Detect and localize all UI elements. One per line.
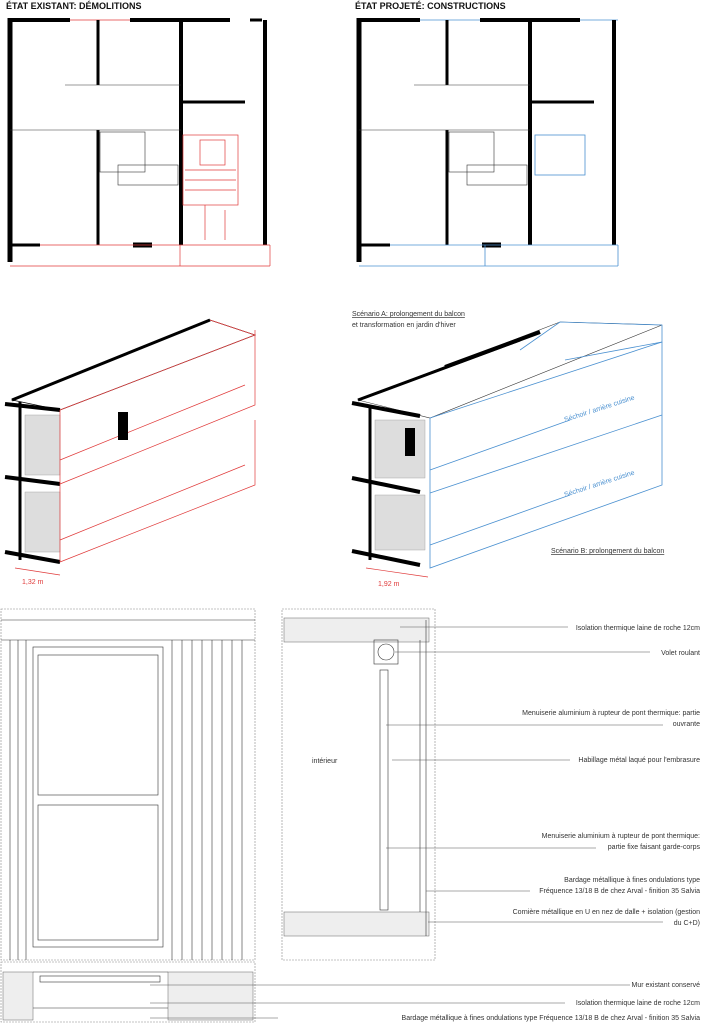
existing-axonometric: 1,32 m bbox=[4, 318, 257, 586]
projected-plan-title: ÉTAT PROJETÉ: CONSTRUCTIONS bbox=[355, 1, 506, 11]
person-silhouette-icon bbox=[405, 428, 415, 456]
facade-elevation bbox=[0, 608, 256, 961]
annotation-fixed-frame: Menuiserie aluminium à rupteur de pont t… bbox=[542, 833, 700, 840]
annotation-opening-frame: Menuiserie aluminium à rupteur de pont t… bbox=[522, 710, 700, 717]
annotation-angle: Cornière métallique en U en nez de dalle… bbox=[513, 909, 700, 916]
annotation-embrasure: Habillage métal laqué pour l'embrasure bbox=[578, 757, 700, 764]
projected-balcony-dimension: 1,92 m bbox=[378, 581, 400, 588]
annotation-existing-wall: Mur existant conservé bbox=[632, 982, 701, 989]
plan-section-detail: Mur existant conservé Isolation thermiqu… bbox=[0, 961, 701, 1023]
projected-floor-plan bbox=[356, 18, 619, 267]
annotation-cladding-2: Fréquence 13/18 B de chez Arval - finiti… bbox=[539, 888, 700, 895]
window-section: intérieur Isolation thermique laine de r… bbox=[281, 608, 701, 961]
scenario-a-label-line2: et transformation en jardin d'hiver bbox=[352, 322, 456, 329]
annotation-cladding: Bardage métallique à fines ondulations t… bbox=[564, 877, 700, 884]
existing-plan-title: ÉTAT EXISTANT: DÉMOLITIONS bbox=[6, 1, 142, 11]
room-label-lower: Séchoir / arrière cuisine bbox=[563, 469, 635, 498]
annotation-angle-2: du C+D) bbox=[674, 920, 700, 927]
existing-floor-plan bbox=[7, 18, 271, 267]
annotation-fixed-frame-2: partie fixe faisant garde-corps bbox=[608, 844, 701, 851]
annotation-insulation: Isolation thermique laine de roche 12cm bbox=[576, 625, 700, 632]
scenario-a-label-line1: Scénario A: prolongement du balcon bbox=[352, 311, 465, 318]
person-silhouette-icon bbox=[118, 412, 128, 440]
room-label-upper: Séchoir / arrière cuisine bbox=[563, 394, 635, 423]
projected-axonometric: Scénario A: prolongement du balcon et tr… bbox=[351, 311, 664, 588]
annotation-opening-frame-2: ouvrante bbox=[673, 721, 700, 728]
interior-label: intérieur bbox=[312, 758, 338, 765]
existing-balcony-dimension: 1,32 m bbox=[22, 579, 44, 586]
annotation-rolling-shutter: Volet roulant bbox=[661, 650, 700, 657]
annotation-cladding-plan: Bardage métallique à fines ondulations t… bbox=[402, 1015, 701, 1022]
annotation-insulation-plan: Isolation thermique laine de roche 12cm bbox=[576, 1000, 700, 1007]
scenario-b-label: Scénario B: prolongement du balcon bbox=[551, 548, 664, 555]
